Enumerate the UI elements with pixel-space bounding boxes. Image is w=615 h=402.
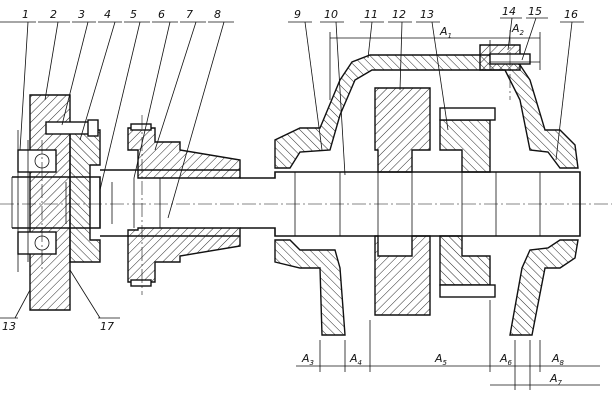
callout-7: 7 xyxy=(186,8,193,21)
dim-a8: A8 xyxy=(551,352,565,367)
callout-6: 6 xyxy=(158,8,165,21)
callout-9: 9 xyxy=(294,8,301,21)
dim-a7: A7 xyxy=(549,372,563,387)
dim-a6: A6 xyxy=(499,352,513,367)
callout-8: 8 xyxy=(214,8,221,21)
callout-4: 4 xyxy=(104,8,111,21)
callout-14: 14 xyxy=(502,5,516,18)
gears xyxy=(374,87,496,316)
callout-1: 1 xyxy=(22,8,29,21)
dim-a3: A3 xyxy=(301,352,314,367)
dim-a4: A4 xyxy=(349,352,362,367)
callout-16: 16 xyxy=(564,8,578,21)
callout-5: 5 xyxy=(130,8,137,21)
callout-2: 2 xyxy=(50,8,57,21)
callout-17: 17 xyxy=(100,320,114,333)
callout-11: 11 xyxy=(364,8,378,21)
dimension-labels: A1 A2 A3 A4 A5 A6 A7 A8 xyxy=(301,22,565,387)
leader-lines xyxy=(0,17,584,319)
left-housing xyxy=(11,94,113,311)
callout-12: 12 xyxy=(392,8,406,21)
callout-3: 3 xyxy=(78,8,85,21)
callout-labels: 1 2 3 4 5 6 7 8 9 10 11 12 13 14 15 16 1… xyxy=(2,5,578,333)
callout-15: 15 xyxy=(528,5,542,18)
coupling xyxy=(100,123,241,287)
callout-13-lower: 13 xyxy=(2,320,16,333)
callout-10: 10 xyxy=(324,8,338,21)
dimension-lines xyxy=(17,32,600,390)
callout-13: 13 xyxy=(420,8,434,21)
dim-a2: A2 xyxy=(511,22,525,37)
dim-a1: A1 xyxy=(439,25,452,40)
dim-a5: A5 xyxy=(434,352,448,367)
